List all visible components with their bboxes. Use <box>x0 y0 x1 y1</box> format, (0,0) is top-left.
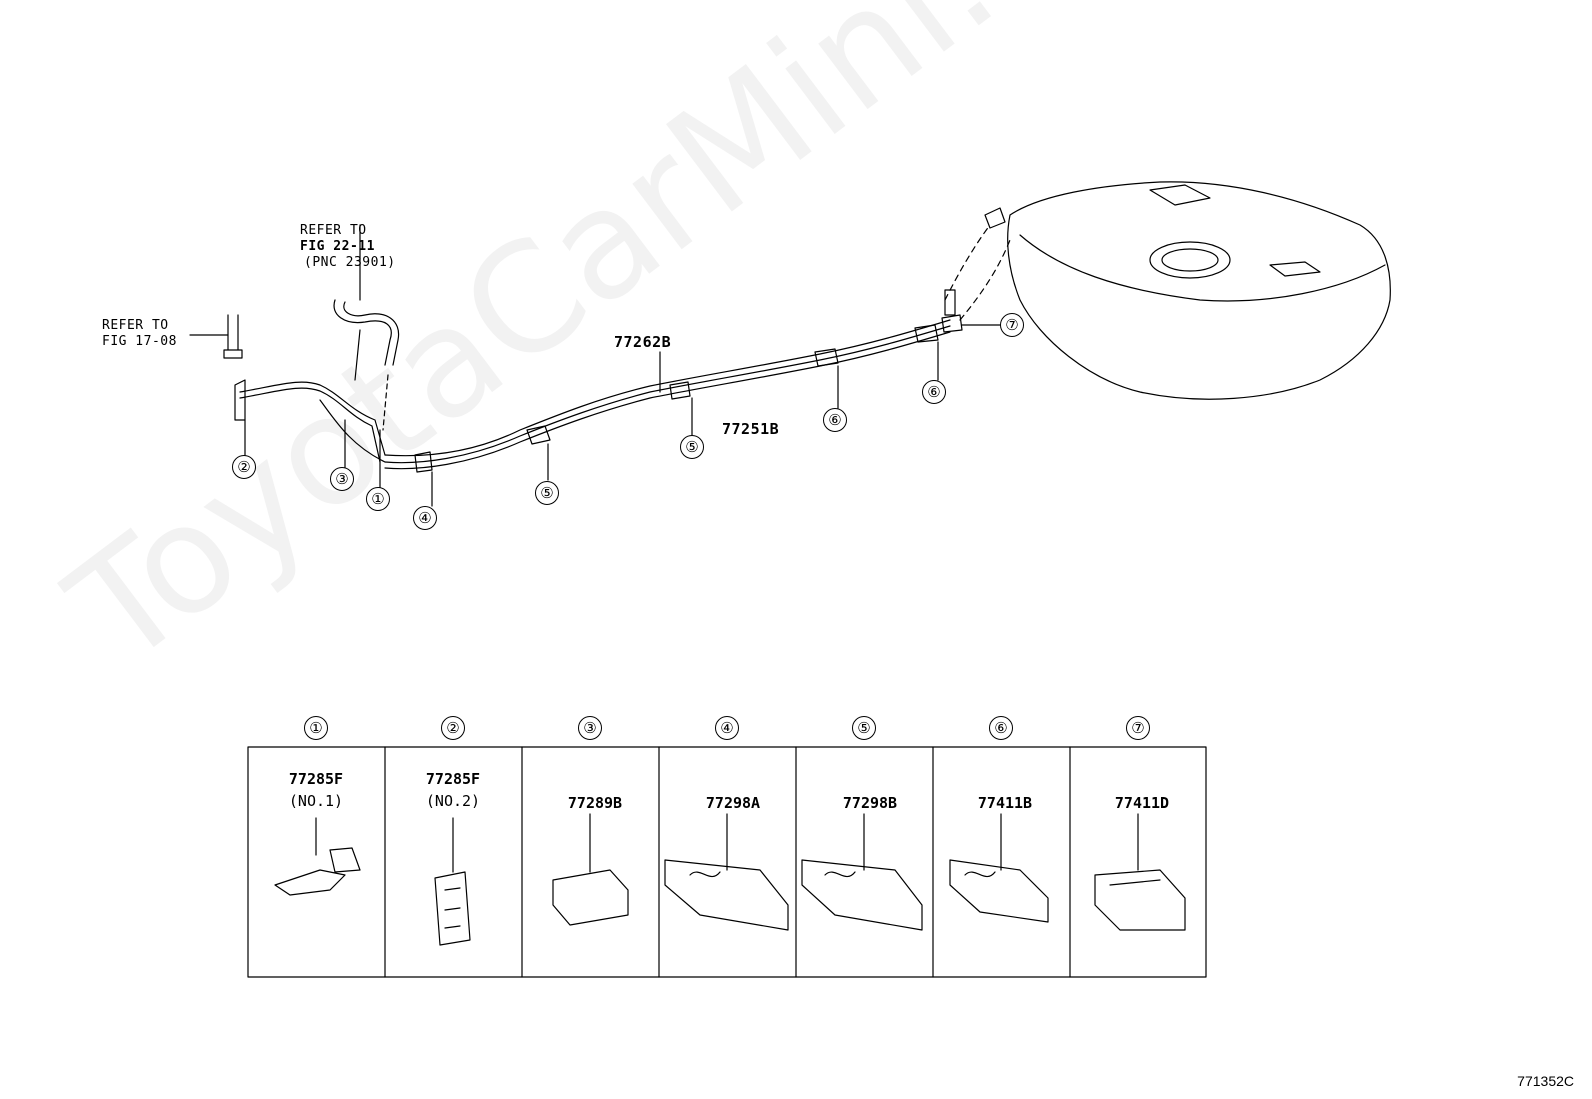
fuel-main-line <box>384 325 951 464</box>
table-part-3: 77289B <box>567 794 623 812</box>
callout-5a: ⑤ <box>535 481 559 505</box>
refer-label-a-1: REFER TO <box>300 223 367 238</box>
callout-7: ⑦ <box>1000 313 1024 337</box>
table-part-1: 77285F <box>288 770 344 788</box>
table-part-4: 77298A <box>705 794 761 812</box>
part-77262B: 77262B <box>614 333 672 351</box>
table-callout-6: ⑥ <box>989 716 1013 740</box>
table-callout-5: ⑤ <box>852 716 876 740</box>
fuel-tank <box>1007 181 1391 400</box>
table-part-6: 77411B <box>977 794 1033 812</box>
refer-label-a-2: FIG 22-11 <box>300 239 375 254</box>
table-callout-4: ④ <box>715 716 739 740</box>
callout-1: ① <box>366 487 390 511</box>
diagram-code: 771352C <box>1517 1073 1574 1089</box>
refer-label-a-3: (PNC 23901) <box>304 255 396 270</box>
callout-5b: ⑤ <box>680 435 704 459</box>
callout-2: ② <box>232 455 256 479</box>
refer-label-b-2: FIG 17-08 <box>102 334 177 349</box>
callout-3: ③ <box>330 467 354 491</box>
part-77251B: 77251B <box>722 420 780 438</box>
table-part-2: 77285F <box>425 770 481 788</box>
table-part-7: 77411D <box>1114 794 1170 812</box>
callout-6a: ⑥ <box>823 408 847 432</box>
refer-label-b-1: REFER TO <box>102 318 169 333</box>
callout-6b: ⑥ <box>922 380 946 404</box>
table-sub-2: (NO.2) <box>425 792 481 810</box>
table-sub-1: (NO.1) <box>288 792 344 810</box>
table-callout-3: ③ <box>578 716 602 740</box>
table-callout-2: ② <box>441 716 465 740</box>
callout-4: ④ <box>413 506 437 530</box>
table-callout-1: ① <box>304 716 328 740</box>
table-callout-7: ⑦ <box>1126 716 1150 740</box>
fuel-return-line <box>384 319 951 457</box>
table-part-5: 77298B <box>842 794 898 812</box>
